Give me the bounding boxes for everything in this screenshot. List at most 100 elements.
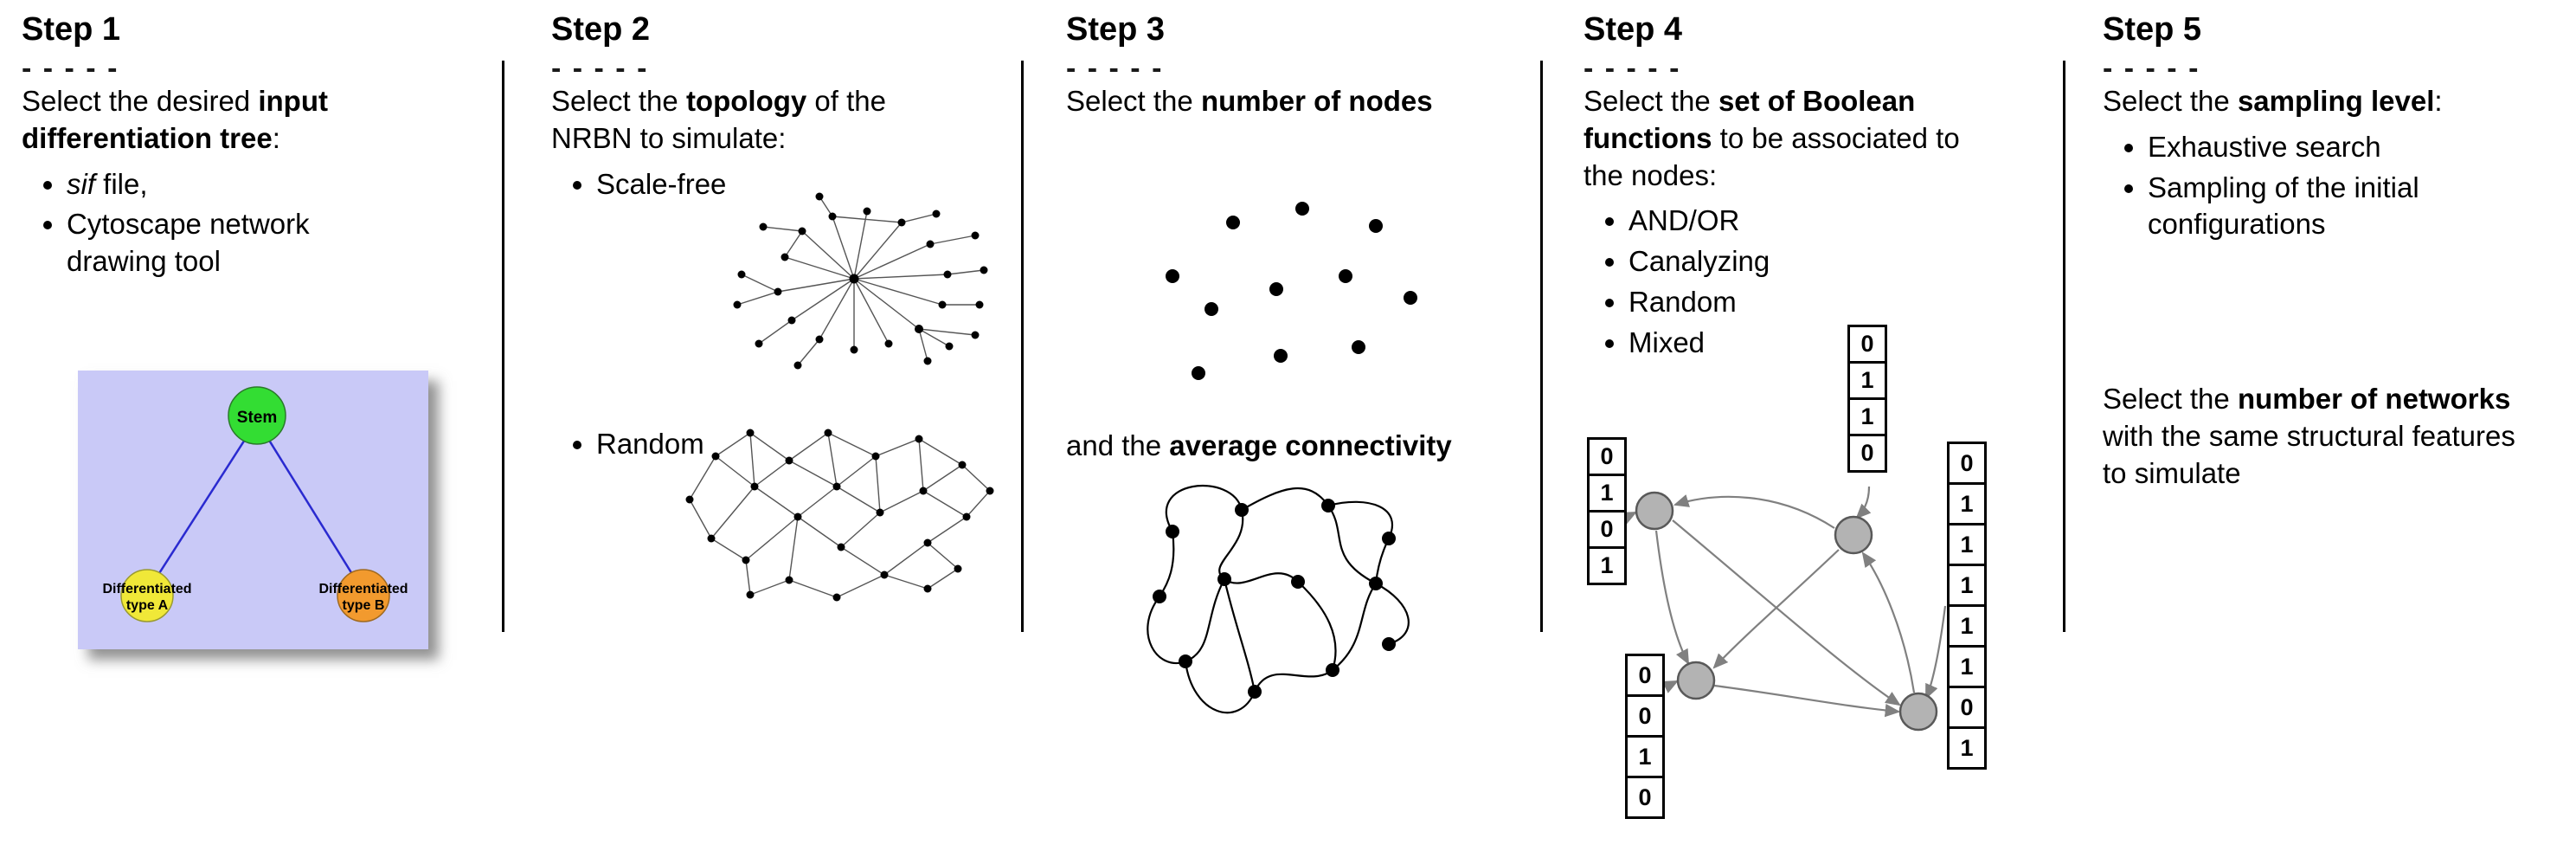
step5-second-post: with the same structural features to sim… — [2103, 419, 2515, 489]
step3-second-bold: average connectivity — [1169, 429, 1452, 461]
step2-bullet-random: Random — [596, 426, 704, 463]
step4-title: Step 4 — [1584, 11, 1683, 48]
step3-title: Step 3 — [1066, 11, 1166, 48]
tree-edge-right — [255, 420, 365, 593]
step5-column: Step 5 - - - - - Select the sampling lev… — [2103, 11, 2574, 489]
step2-title: Step 2 — [551, 11, 651, 48]
column-divider-3 — [1540, 61, 1543, 632]
stem-label: Stem — [237, 409, 277, 427]
random-network-graphic — [685, 429, 994, 602]
step2-bullet-list-scalefree: Scale-free — [551, 166, 1010, 203]
boolean-cell: 1 — [1947, 604, 1987, 648]
boolean-network-graphic: 0 1 1 0 0 1 0 1 0 0 1 0 0 1 1 1 — [1584, 320, 2064, 851]
step1-intro-post: : — [272, 121, 280, 154]
scale-free-nodes — [733, 192, 988, 370]
boolean-cell: 0 — [1947, 442, 1987, 485]
column-divider-2 — [1021, 61, 1024, 632]
step1-sif-italic: sif — [67, 167, 95, 200]
step3-intro: Select the number of nodes — [1066, 83, 1538, 120]
connectivity-curves — [1147, 484, 1410, 714]
boolean-table-left: 0 1 0 1 — [1587, 437, 1627, 585]
step5-intro-pre: Select the — [2103, 84, 2238, 117]
step2-dashes: - - - - - — [551, 51, 649, 85]
step1-column: Step 1 - - - - - Select the desired inpu… — [22, 11, 502, 649]
step1-bullet-list: sif file, Cytoscape network drawing tool — [22, 166, 385, 281]
step5-second-pre: Select the — [2103, 383, 2238, 415]
boolean-edges — [1620, 486, 1947, 718]
column-divider-4 — [2063, 61, 2065, 632]
boolean-cell: 0 — [1587, 510, 1627, 549]
boolean-cell: 1 — [1587, 474, 1627, 513]
boolean-cell: 1 — [1947, 564, 1987, 607]
connectivity-graphic — [1147, 484, 1410, 714]
step2-intro: Select the topology of the NRBN to simul… — [551, 83, 949, 158]
step3-intro-bold: number of nodes — [1200, 84, 1433, 117]
type-a-label: Differentiated type A — [102, 582, 191, 613]
random-nodes — [685, 429, 994, 602]
step4-bullet-list: AND/OR Canalyzing Random Mixed — [1584, 203, 2059, 362]
step5-exhaustive-label: Exhaustive search — [2148, 130, 2381, 163]
step4-intro-pre: Select the — [1584, 84, 1718, 117]
type-a-label-line1: Differentiated — [102, 582, 191, 596]
nodes-dots-graphic — [1166, 202, 1417, 380]
boolean-cell: 0 — [1847, 325, 1887, 364]
random-edges — [689, 432, 991, 598]
step1-title: Step 1 — [22, 11, 121, 48]
step4-mixed-label: Mixed — [1628, 326, 1706, 359]
boolean-cell: 1 — [1625, 735, 1665, 778]
step1-sif-rest: file, — [95, 167, 148, 200]
step5-intro-post: : — [2434, 84, 2443, 117]
step2-intro-bold: topology — [685, 84, 807, 117]
step4-canalyzing-label: Canalyzing — [1628, 245, 1770, 278]
step3-intro-pre: Select the — [1066, 84, 1201, 117]
differentiation-tree-svg: Stem Differentiated type A Differentiated… — [78, 371, 428, 649]
boolean-cell: 1 — [1947, 726, 1987, 770]
boolean-node-a — [1635, 491, 1674, 531]
step2-column: Step 2 - - - - - Select the topology of … — [551, 11, 1010, 602]
step1-cytoscape-label: Cytoscape network drawing tool — [67, 208, 310, 278]
step5-second-bold: number of networks — [2237, 383, 2511, 415]
type-b-label-line1: Differentiated — [318, 582, 408, 596]
step1-intro-bold: input differentiation tree — [22, 84, 328, 154]
boolean-cell: 0 — [1947, 686, 1987, 729]
boolean-cell: 1 — [1847, 361, 1887, 400]
boolean-cell: 1 — [1947, 482, 1987, 525]
step5-title: Step 5 — [2103, 11, 2202, 48]
step3-second-pre: and the — [1066, 429, 1170, 461]
step4-bullet-mixed: Mixed — [1628, 325, 2059, 362]
column-divider-1 — [502, 61, 504, 632]
step5-second-text: Select the number of networks with the s… — [2103, 381, 2531, 493]
step1-bullet-sif-file: sif file, — [67, 166, 385, 203]
step4-bullet-random: Random — [1628, 284, 2059, 321]
step5-dashes: - - - - - — [2103, 51, 2200, 85]
step2-intro-pre: Select the — [551, 84, 686, 117]
step2-bullet-list-random: Random — [551, 426, 704, 467]
connectivity-nodes — [1153, 499, 1396, 699]
boolean-cell: 0 — [1847, 434, 1887, 473]
boolean-cell: 0 — [1625, 694, 1665, 738]
boolean-cell: 0 — [1625, 654, 1665, 697]
step4-bullet-canalyzing: Canalyzing — [1628, 243, 2059, 280]
step4-random-label: Random — [1628, 286, 1737, 319]
boolean-table-right: 0 1 1 1 1 1 0 1 — [1947, 442, 1987, 770]
step3-column: Step 3 - - - - - Select the number of no… — [1066, 11, 1538, 714]
type-a-label-line2: type A — [126, 598, 169, 613]
step2-scale-free-label: Scale-free — [596, 167, 727, 200]
scale-free-edges — [736, 196, 985, 366]
boolean-table-top: 0 1 1 0 — [1847, 325, 1887, 473]
step1-intro: Select the desired input differentiation… — [22, 83, 407, 158]
step4-dashes: - - - - - — [1584, 51, 1681, 85]
boolean-network-svg — [1620, 486, 1947, 732]
step3-dashes: - - - - - — [1066, 51, 1164, 85]
boolean-cell: 1 — [1587, 546, 1627, 585]
step5-sampling-label: Sampling of the initial configurations — [2148, 171, 2419, 241]
boolean-cell: 1 — [1947, 645, 1987, 688]
step4-intro: Select the set of Boolean functions to b… — [1584, 83, 1999, 195]
scale-free-network-graphic — [733, 192, 988, 370]
boolean-cell: 0 — [1625, 776, 1665, 819]
boolean-node-b — [1834, 515, 1873, 555]
step5-intro: Select the sampling level: — [2103, 83, 2574, 120]
step1-intro-pre: Select the desired — [22, 84, 259, 117]
